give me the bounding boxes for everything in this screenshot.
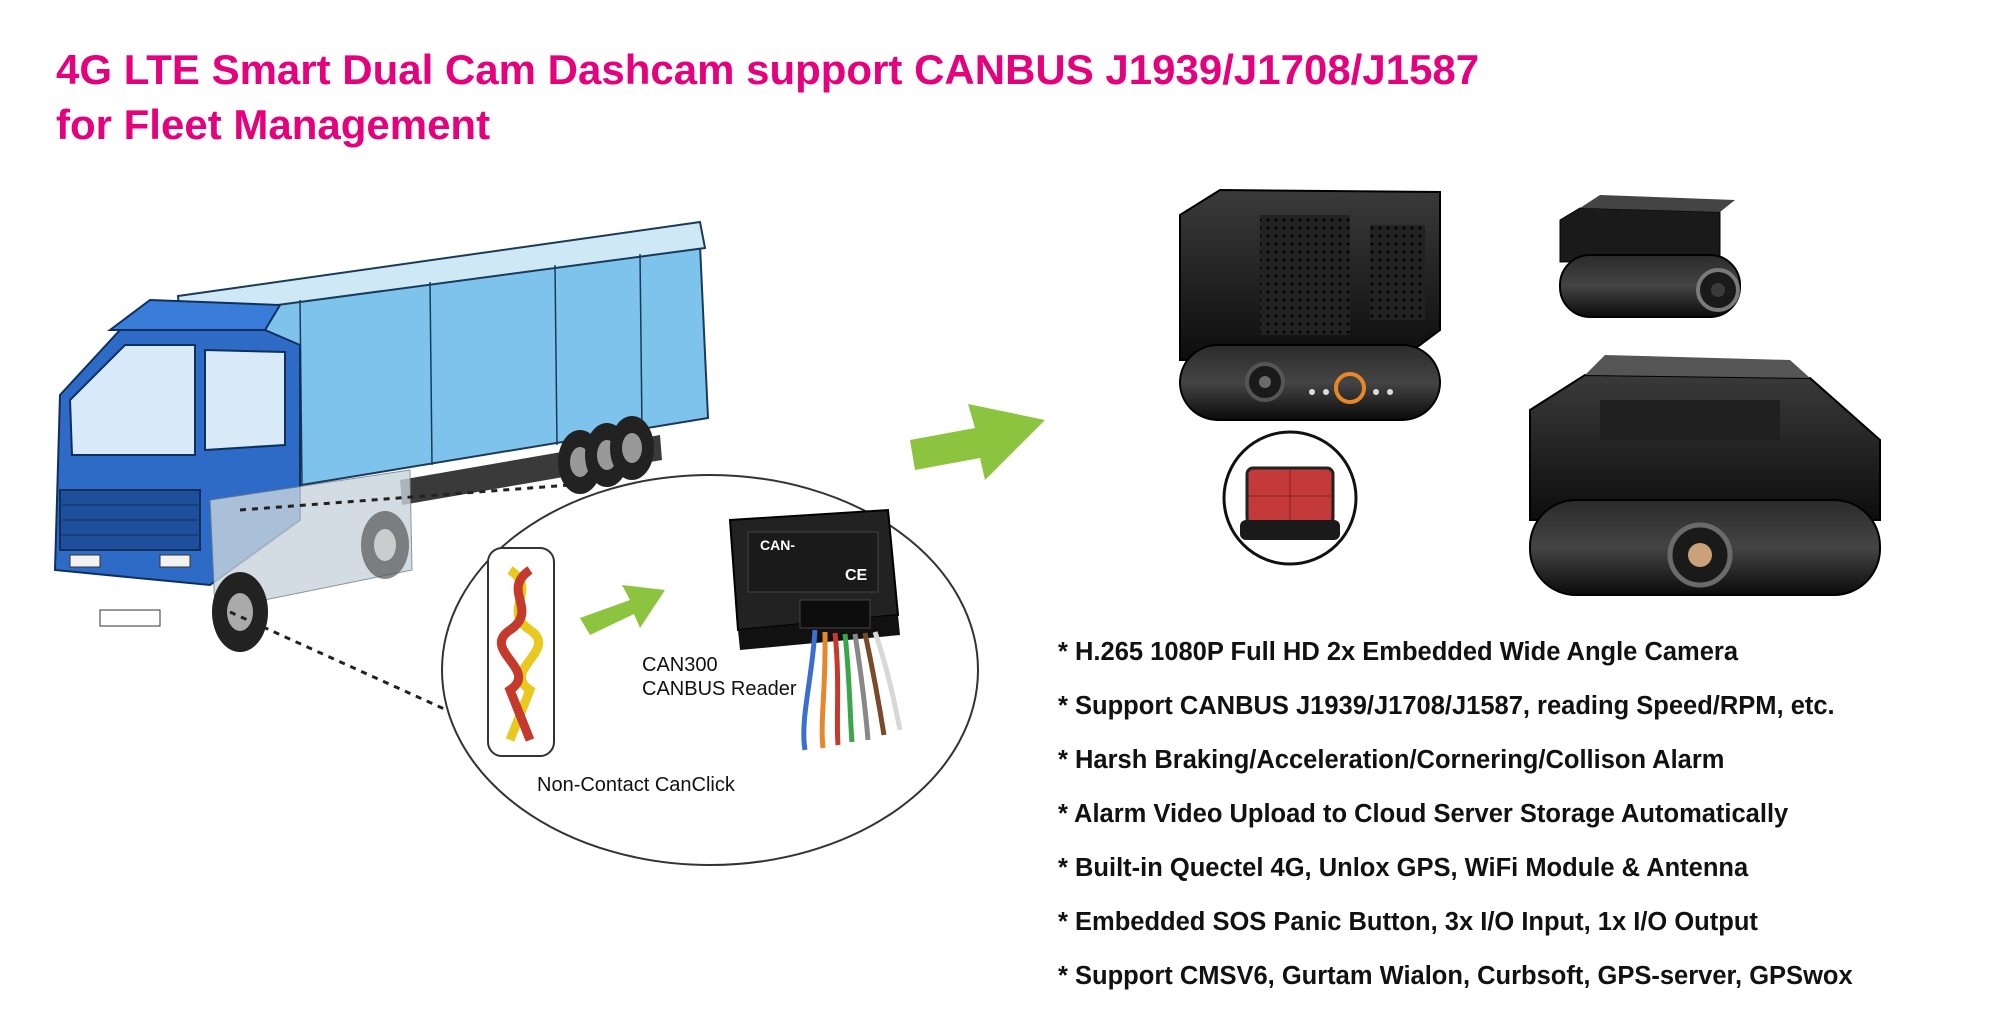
mount-inset-photo xyxy=(1222,430,1358,566)
cab-roof-spoiler xyxy=(107,298,282,331)
dashcam-main-photo xyxy=(1179,188,1441,421)
feature-list: * H.265 1080P Full HD 2x Embedded Wide A… xyxy=(1058,630,1853,1008)
dashcam-large-photo xyxy=(1529,355,1881,596)
chassis-xray xyxy=(209,469,413,611)
title-line-2: for Fleet Management xyxy=(56,101,491,148)
feature-item: * Support CMSV6, Gurtam Wialon, Curbsoft… xyxy=(1058,962,1853,990)
feature-item: * Support CANBUS J1939/J1708/J1587, read… xyxy=(1058,692,1835,720)
title-line-1: 4G LTE Smart Dual Cam Dashcam support CA… xyxy=(56,46,1480,93)
cab-wheels xyxy=(212,511,409,652)
feature-item: * Built-in Quectel 4G, Unlox GPS, WiFi M… xyxy=(1058,854,1749,882)
can300-device: CAN- CE xyxy=(728,508,900,650)
trailer-wheels xyxy=(558,416,654,494)
small-arrow-icon xyxy=(580,585,665,635)
canclick-label: Non-Contact CanClick xyxy=(537,774,735,796)
feature-item: * Embedded SOS Panic Button, 3x I/O Inpu… xyxy=(1058,908,1758,936)
can300-label: CAN300 CANBUS Reader xyxy=(642,653,797,701)
license-plate xyxy=(99,609,161,627)
wire-harness xyxy=(801,629,903,751)
feature-item: * Alarm Video Upload to Cloud Server Sto… xyxy=(1058,800,1789,828)
truck-illustration xyxy=(53,220,710,652)
ce-mark: CE xyxy=(845,567,868,584)
feature-item: * H.265 1080P Full HD 2x Embedded Wide A… xyxy=(1058,638,1739,666)
page-title: 4G LTE Smart Dual Cam Dashcam support CA… xyxy=(56,42,1479,152)
cab-windshield xyxy=(68,344,196,456)
canclick-clip xyxy=(487,547,555,757)
device-label: CAN- xyxy=(760,537,795,553)
cab-side-window xyxy=(204,348,286,452)
can300-label-model: CAN300 xyxy=(642,654,718,676)
big-arrow-icon xyxy=(910,404,1045,480)
feature-item: * Harsh Braking/Acceleration/Cornering/C… xyxy=(1058,746,1725,774)
rear-camera-photo xyxy=(1559,195,1741,318)
can300-label-description: CANBUS Reader xyxy=(642,678,797,700)
